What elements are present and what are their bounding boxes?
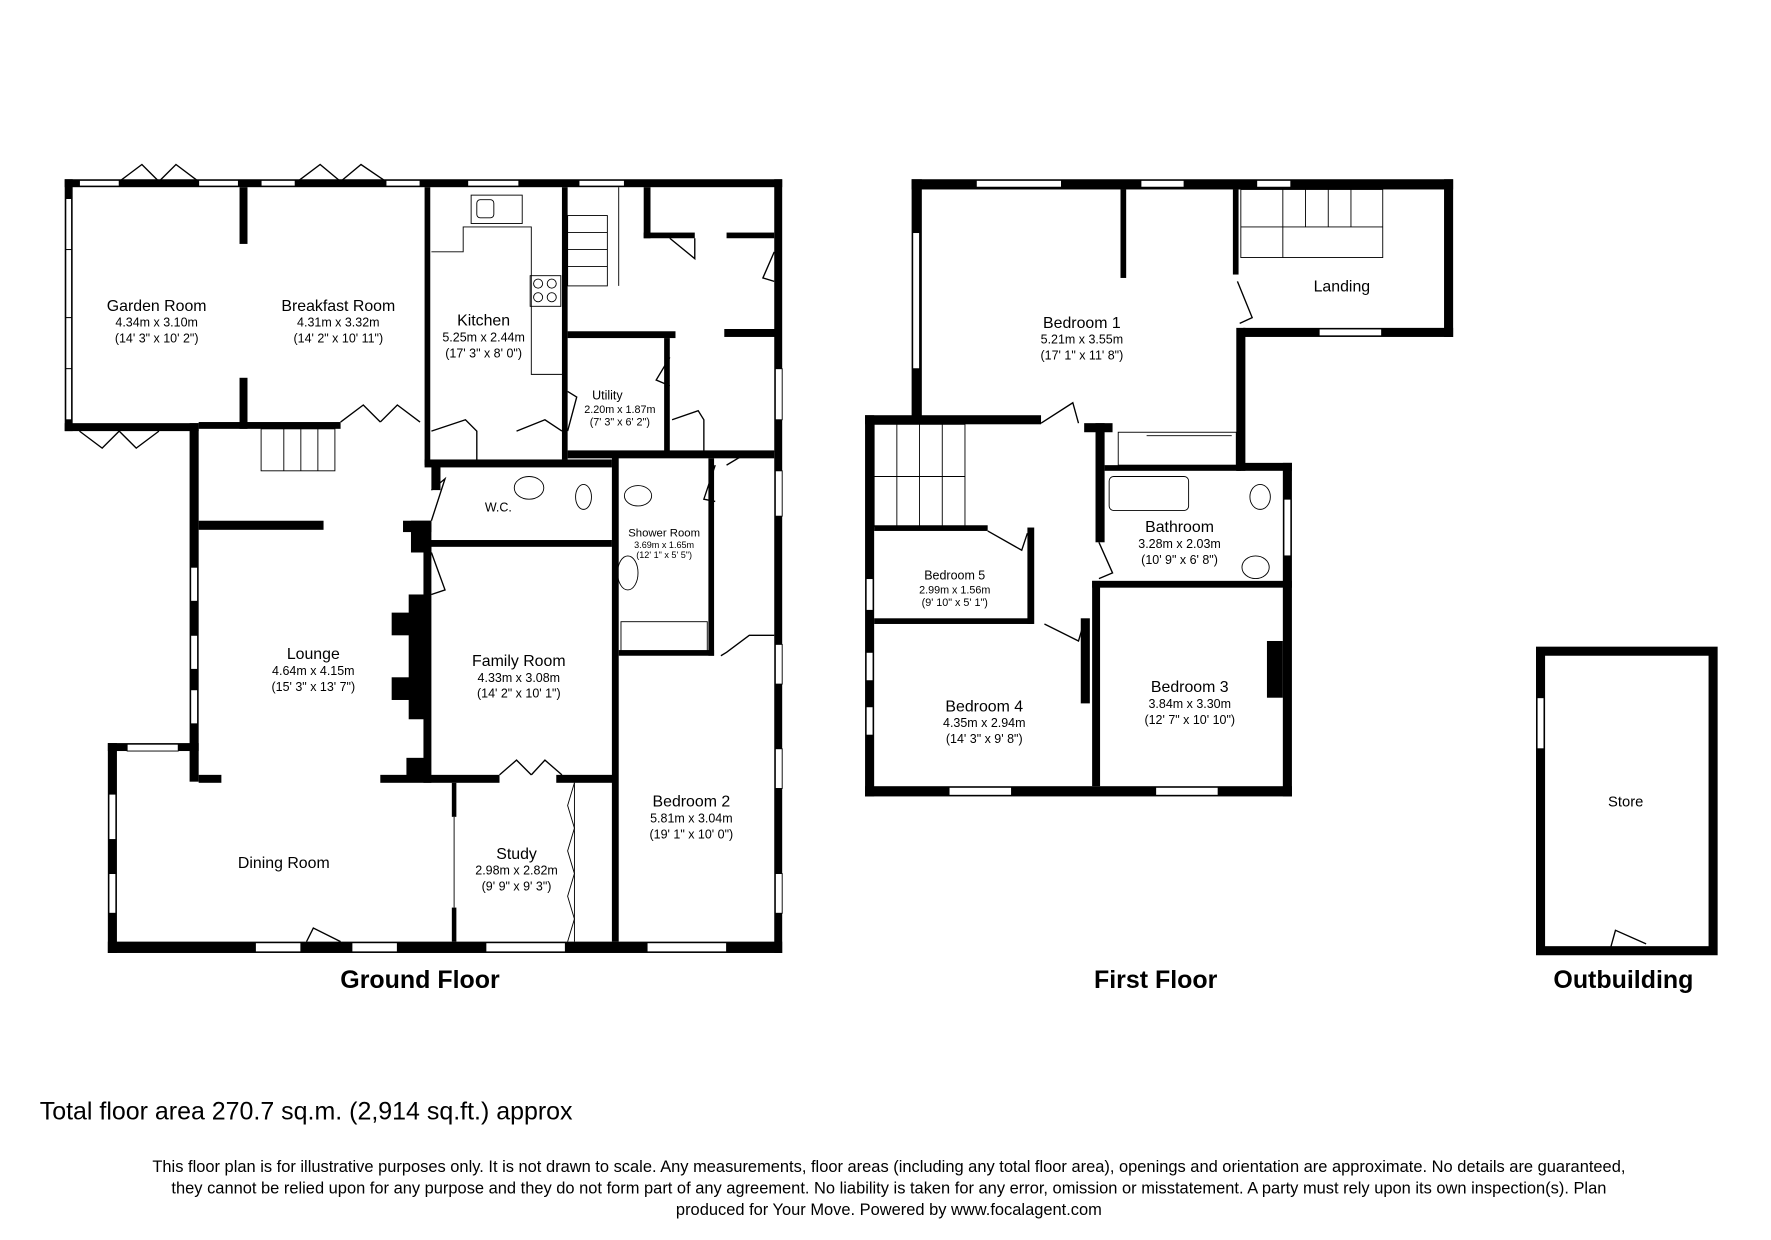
room-dim-ft: (12' 1" x 5' 5") [636, 550, 692, 560]
doors [79, 163, 775, 943]
room-name: Store [1608, 795, 1643, 811]
room-dim-ft: (10' 9" x 6' 8") [1141, 553, 1218, 567]
room-dim-m: 5.21m x 3.55m [1041, 333, 1124, 347]
room-name: Landing [1314, 279, 1371, 296]
room-dim-ft: (12' 7" x 10' 10") [1144, 713, 1235, 727]
room-name: Breakfast Room [281, 298, 395, 315]
first-floor-plan: Bedroom 1 5.21m x 3.55m (17' 1" x 11' 8"… [865, 179, 1454, 994]
disclaimer-line-1: This floor plan is for illustrative purp… [152, 1158, 1625, 1176]
outbuilding-plan: Store Outbuilding [1536, 646, 1718, 994]
room-dim-m: 4.34m x 3.10m [115, 316, 198, 330]
room-garden-room: Garden Room 4.34m x 3.10m (14' 3" x 10' … [107, 298, 207, 346]
room-dim-ft: (14' 2" x 10' 11") [293, 332, 383, 346]
room-bedroom-3: Bedroom 3 3.84m x 3.30m (12' 7" x 10' 10… [1144, 679, 1235, 727]
room-name: Study [496, 846, 537, 863]
room-dim-m: 5.25m x 2.44m [442, 330, 525, 344]
room-kitchen: Kitchen 5.25m x 2.44m (17' 3" x 8' 0") [442, 313, 525, 361]
room-bedroom-2: Bedroom 2 5.81m x 3.04m (19' 1" x 10' 0"… [650, 794, 734, 842]
windows [865, 179, 1383, 796]
room-name: Bathroom [1145, 519, 1214, 536]
room-dim-m: 4.64m x 4.15m [272, 664, 355, 678]
room-name: Bedroom 3 [1151, 679, 1229, 696]
room-dim-ft: (9' 10" x 5' 1") [922, 597, 988, 609]
total-floor-area: Total floor area 270.7 sq.m. (2,914 sq.f… [40, 1098, 573, 1126]
room-utility: Utility 2.20m x 1.87m (7' 3" x 6' 2") [584, 388, 655, 428]
floor-title-outbuilding: Outbuilding [1553, 966, 1693, 994]
room-name: Dining Room [238, 855, 330, 872]
room-family-room: Family Room 4.33m x 3.08m (14' 2" x 10' … [472, 653, 566, 701]
room-name: Garden Room [107, 298, 207, 315]
disclaimer-line-3: produced for Your Move. Powered by www.f… [676, 1201, 1102, 1219]
room-name: Bedroom 4 [945, 698, 1023, 715]
room-dim-ft: (14' 3" x 10' 2") [115, 332, 199, 346]
ground-floor-plan: Garden Room 4.34m x 3.10m (14' 3" x 10' … [64, 163, 783, 994]
room-dim-ft: (7' 3" x 6' 2") [590, 416, 650, 428]
room-name: Bedroom 5 [924, 569, 985, 583]
room-store: Store [1608, 795, 1643, 811]
room-breakfast-room: Breakfast Room 4.31m x 3.32m (14' 2" x 1… [281, 298, 395, 346]
floor-title-ground: Ground Floor [340, 966, 500, 994]
room-dim-ft: (9' 9" x 9' 3") [482, 880, 552, 894]
room-dim-m: 5.81m x 3.04m [650, 812, 733, 826]
fixtures [260, 187, 708, 652]
room-name: W.C. [485, 501, 512, 515]
room-name: Bedroom 1 [1043, 315, 1121, 332]
room-shower-room: Shower Room 3.69m x 1.65m (12' 1" x 5' 5… [628, 528, 700, 561]
room-study: Study 2.98m x 2.82m (9' 9" x 9' 3") [475, 846, 558, 894]
fixtures [873, 189, 1384, 580]
room-dim-m: 4.33m x 3.08m [478, 671, 561, 685]
room-wc: W.C. [485, 501, 512, 515]
room-name: Lounge [287, 646, 340, 663]
room-bedroom-1: Bedroom 1 5.21m x 3.55m (17' 1" x 11' 8"… [1041, 315, 1124, 363]
room-dim-ft: (17' 1" x 11' 8") [1041, 349, 1124, 363]
room-bedroom-4: Bedroom 4 4.35m x 2.94m (14' 3" x 9' 8") [943, 698, 1026, 746]
room-name: Bedroom 2 [653, 794, 731, 811]
room-name: Utility [592, 388, 623, 402]
room-name: Shower Room [628, 528, 700, 540]
floor-title-first: First Floor [1094, 966, 1218, 994]
room-bathroom: Bathroom 3.28m x 2.03m (10' 9" x 6' 8") [1138, 519, 1221, 567]
room-dim-ft: (17' 3" x 8' 0") [445, 346, 522, 360]
room-dining-room: Dining Room [238, 855, 330, 872]
room-dim-ft: (14' 3" x 9' 8") [946, 732, 1023, 746]
room-lounge: Lounge 4.64m x 4.15m (15' 3" x 13' 7") [272, 646, 356, 694]
room-dim-ft: (19' 1" x 10' 0") [650, 827, 734, 841]
room-dim-m: 2.99m x 1.56m [919, 584, 990, 596]
room-dim-m: 3.69m x 1.65m [634, 540, 694, 550]
windows [65, 179, 783, 953]
room-dim-m: 4.35m x 2.94m [943, 716, 1026, 730]
disclaimer-line-2: they cannot be relied upon for any purpo… [171, 1179, 1606, 1197]
room-dim-m: 3.84m x 3.30m [1148, 697, 1231, 711]
room-dim-ft: (14' 2" x 10' 1") [477, 687, 561, 701]
room-name: Kitchen [457, 313, 510, 330]
room-dim-m: 2.98m x 2.82m [475, 864, 558, 878]
room-dim-m: 2.20m x 1.87m [584, 404, 655, 416]
room-bedroom-5: Bedroom 5 2.99m x 1.56m (9' 10" x 5' 1") [919, 569, 990, 609]
room-dim-m: 4.31m x 3.32m [297, 316, 380, 330]
room-dim-ft: (15' 3" x 13' 7") [272, 680, 356, 694]
room-name: Family Room [472, 653, 566, 670]
doors [987, 281, 1254, 642]
room-landing: Landing [1314, 279, 1371, 296]
room-dim-m: 3.28m x 2.03m [1138, 537, 1221, 551]
